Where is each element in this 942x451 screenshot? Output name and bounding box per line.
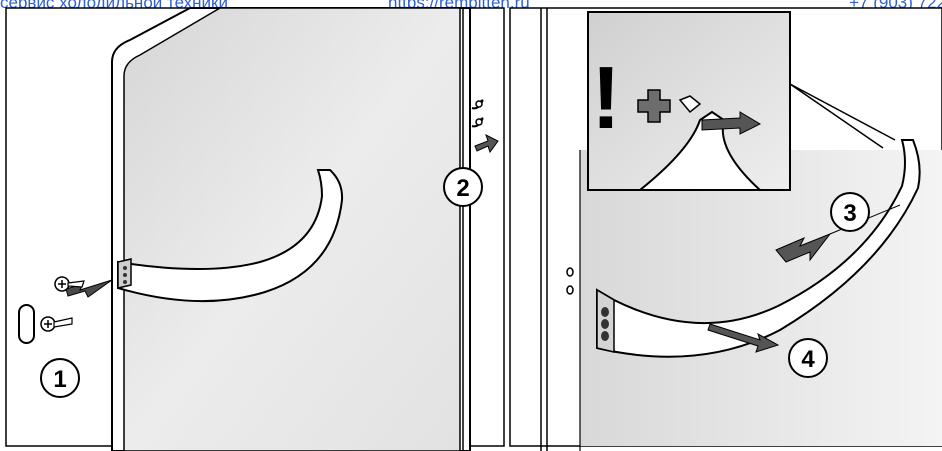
step-1-badge: 1 <box>41 359 79 397</box>
handle-screw-hole <box>123 280 127 284</box>
step-1-label: 1 <box>53 366 66 393</box>
fridge-door <box>112 8 470 451</box>
step-3-badge: 3 <box>831 193 869 231</box>
warning-mark: ! <box>591 48 620 147</box>
door-hole <box>567 268 573 276</box>
screw-cover-cap-icon <box>19 305 34 343</box>
step-2-label: 2 <box>456 175 469 202</box>
step-4-label: 4 <box>801 346 815 373</box>
handle-screw-hole <box>123 266 127 270</box>
right-panel: 3 4 ! <box>510 8 942 451</box>
step-2-badge: 2 <box>444 168 482 206</box>
step-4-badge: 4 <box>789 339 827 377</box>
handle-screw-hole <box>123 273 127 277</box>
door-hole <box>567 286 573 294</box>
left-panel: 1 2 <box>6 8 504 451</box>
step-3-label: 3 <box>843 200 856 227</box>
